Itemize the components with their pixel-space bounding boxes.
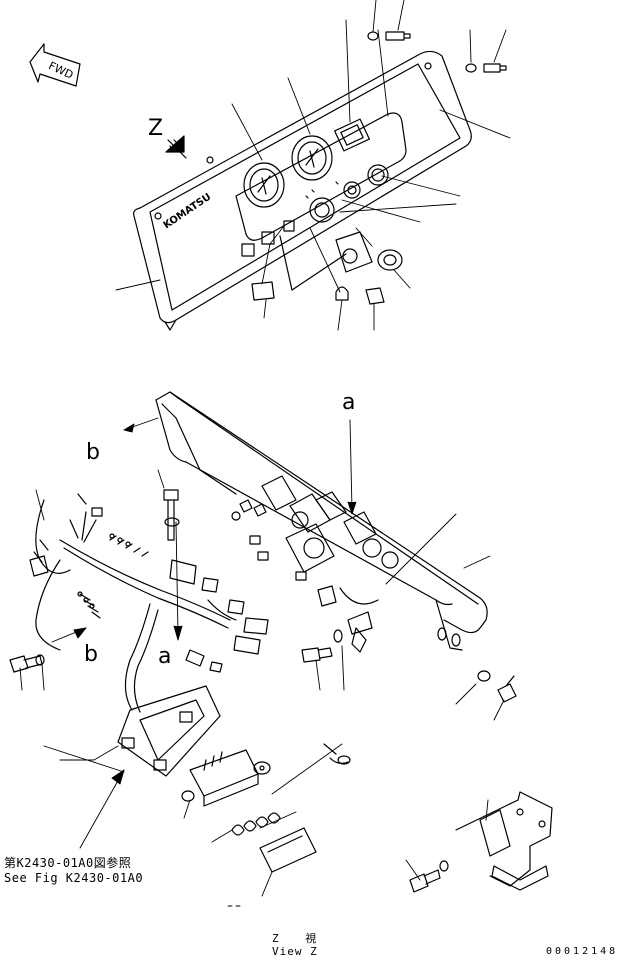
wire-plug	[323, 743, 351, 765]
indicator-window	[334, 118, 370, 152]
tag-plate	[251, 281, 275, 301]
gauge-left	[243, 162, 285, 208]
panel-rear-housing	[155, 391, 488, 651]
terminal-pins	[231, 812, 281, 836]
reference-japanese: 第K2430-01A0図参照	[4, 856, 132, 870]
connector-cover	[259, 827, 317, 873]
view-label-english: View Z	[272, 945, 318, 958]
rear-bracket-detail	[409, 791, 553, 893]
bolt-washer-top-1	[367, 31, 411, 41]
callout-b-top: b	[86, 440, 100, 465]
bolt-washer-top-2	[465, 63, 507, 73]
view-label-japanese: Z 視	[272, 932, 327, 945]
rear-switch-cluster	[231, 475, 399, 573]
bolt-upright	[163, 489, 180, 541]
knob-cap	[365, 287, 385, 305]
panel-screws-small	[154, 62, 432, 220]
reference-english: See Fig K2430-01A0	[4, 871, 144, 885]
leader-lines-upper	[115, 0, 511, 331]
drawing-code: 00012148	[546, 946, 619, 957]
grommet	[377, 249, 403, 271]
callout-a-bottom: a	[158, 644, 172, 669]
callout-z: Z	[148, 116, 164, 141]
bracket-ring	[335, 231, 373, 273]
fwd-arrow	[29, 43, 81, 87]
callout-a-top: a	[342, 390, 356, 415]
key-switch	[305, 181, 361, 223]
callout-b-bottom: b	[84, 642, 98, 667]
view-z-arrow	[165, 135, 187, 159]
relay-bracket-assembly	[117, 685, 221, 777]
bolt-center-lower	[301, 627, 367, 663]
wire-harness	[29, 493, 269, 713]
leader-lines-lower	[19, 417, 505, 907]
round-switch	[367, 164, 389, 186]
instrument-panel-front	[133, 50, 472, 331]
gauge-right	[291, 135, 333, 181]
relay-module	[181, 749, 271, 807]
bolt-left-lower	[9, 654, 45, 673]
bolt-right-lower	[477, 670, 517, 703]
bulb	[335, 286, 349, 301]
connector-group	[249, 535, 379, 635]
